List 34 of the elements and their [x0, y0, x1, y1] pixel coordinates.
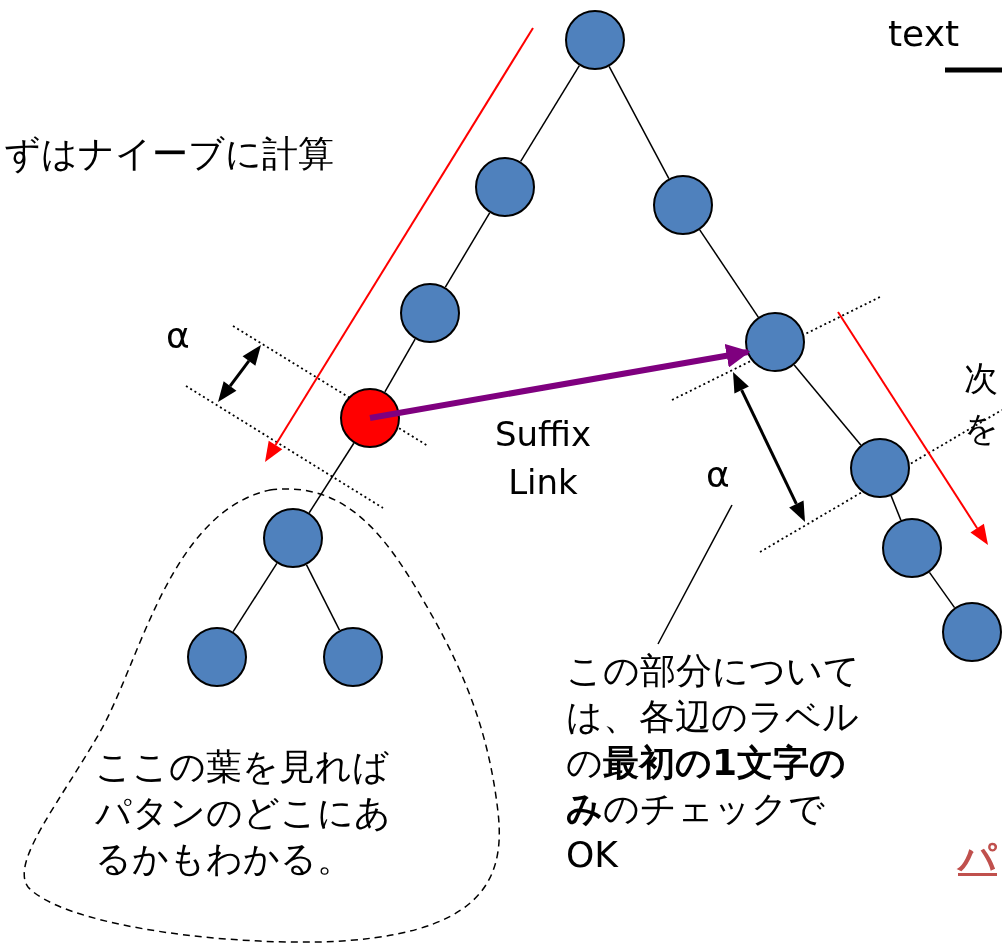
- tree-edge: [890, 495, 902, 521]
- tree-node-circle: [263, 508, 323, 568]
- label-text: α: [706, 455, 730, 495]
- tree-edge: [519, 64, 581, 163]
- tree-node-circle: [323, 627, 383, 687]
- tree-node-circle: [187, 627, 247, 687]
- tree-node-circle: [400, 283, 460, 343]
- tree-edge: [232, 562, 278, 633]
- tree-edge: [793, 364, 862, 446]
- tree-node-circle: [942, 602, 1002, 662]
- label-text: を: [964, 410, 999, 448]
- note-text: この部分については、各辺のラベルの最初の1文字のみのチェックでOK: [566, 648, 866, 878]
- tree-node-circle: [475, 157, 535, 217]
- label-text: パ: [958, 838, 997, 880]
- tree-node-circle: [882, 518, 942, 578]
- tree-edge: [308, 442, 355, 514]
- tree-node-circle: [565, 10, 625, 70]
- label-text: α: [166, 316, 190, 356]
- note-text: ここの葉を見ればパタンのどこにあるかもわかる。: [95, 745, 392, 881]
- tree-node-circle: [340, 388, 400, 448]
- link-arrow: [369, 343, 751, 421]
- tree-edge: [444, 212, 491, 288]
- tree-node-circle: [745, 312, 805, 372]
- tree-edge: [928, 571, 956, 609]
- tree-edge: [384, 338, 416, 393]
- tree-edge: [698, 229, 760, 318]
- label-text: 次: [964, 360, 998, 398]
- tree-node-circle: [850, 438, 910, 498]
- tree-node-circle: [653, 175, 713, 235]
- tree-edge: [305, 564, 341, 631]
- leader-line: [657, 504, 733, 645]
- tree-edge: [608, 65, 670, 180]
- label-text: ずはナイーブに計算: [4, 134, 334, 174]
- label-text: text: [888, 14, 960, 54]
